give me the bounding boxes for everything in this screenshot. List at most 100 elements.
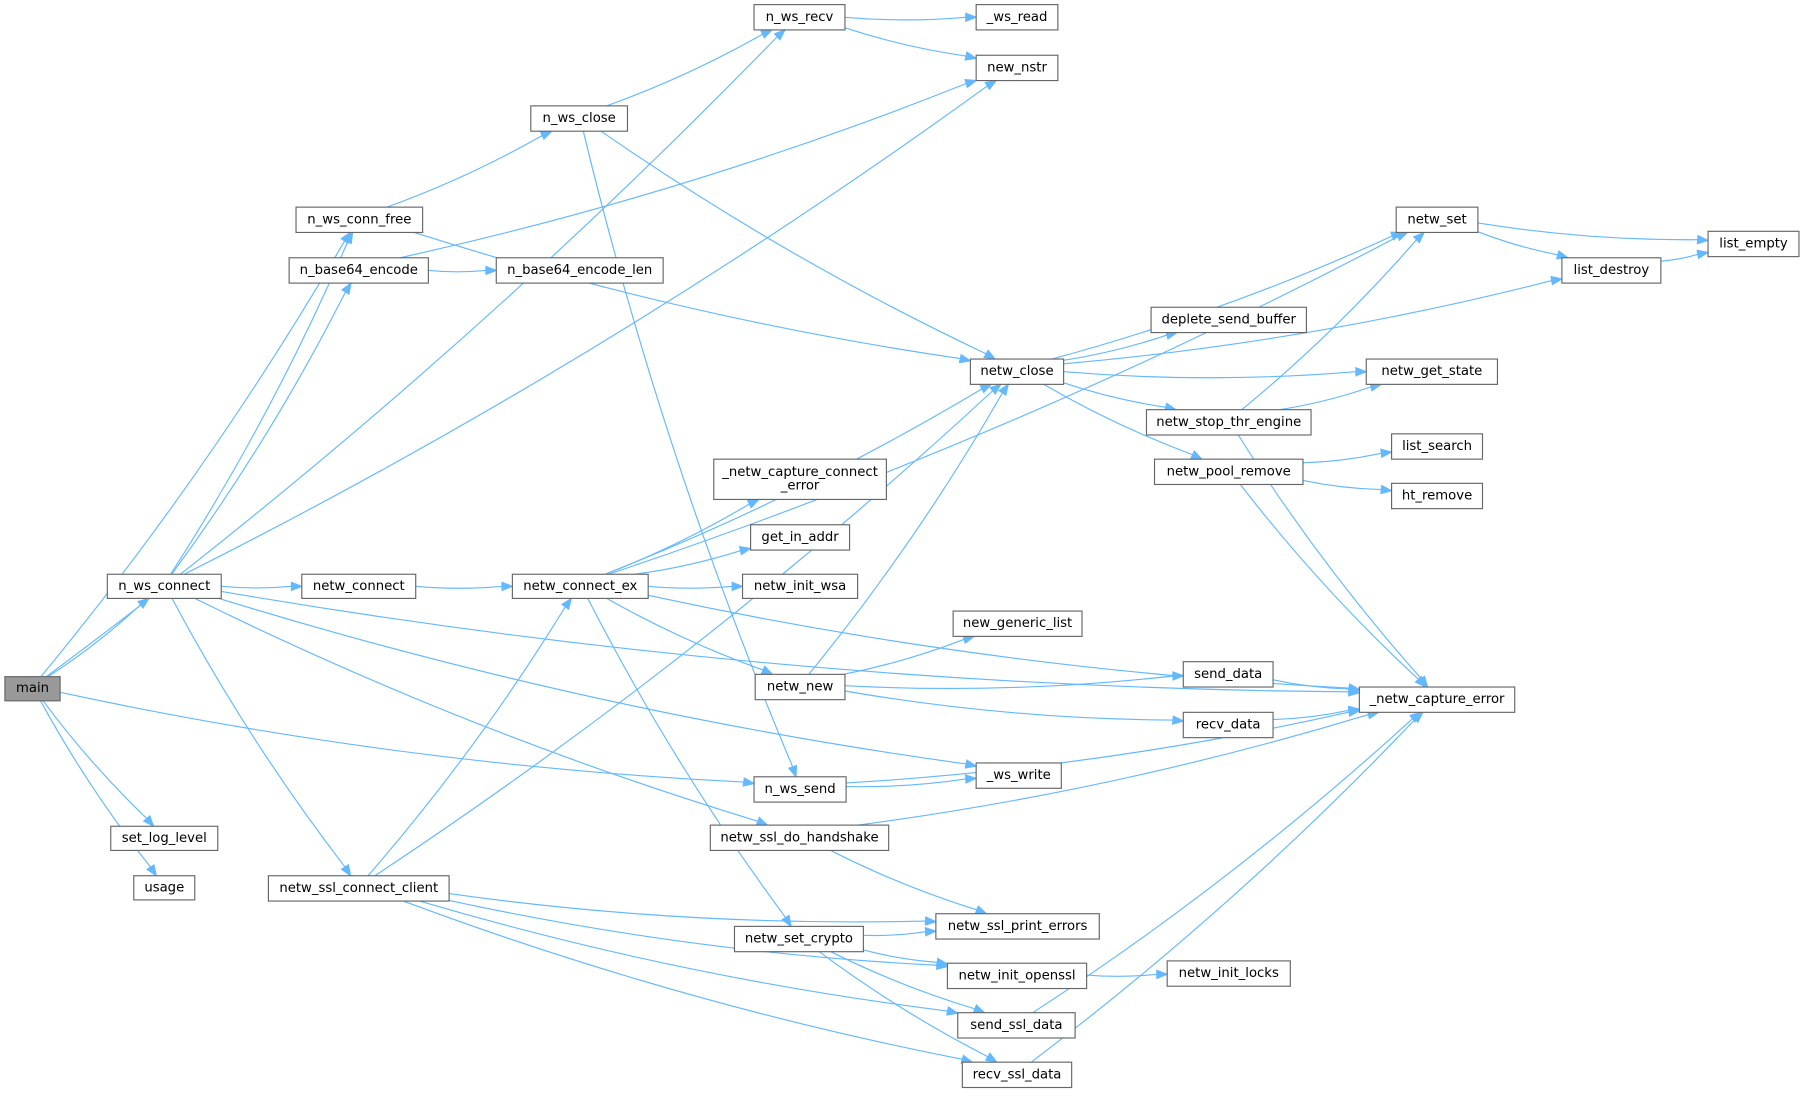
node-send-ssl-data[interactable]: send_ssl_data (957, 1012, 1076, 1039)
node-netw-close[interactable]: netw_close (969, 358, 1065, 385)
arrowhead-icon (1550, 275, 1564, 286)
node-netw-ssl-do-handshake[interactable]: netw_ssl_do_handshake (709, 824, 890, 852)
node-box (1395, 206, 1479, 234)
node-label: deplete_send_buffer (1161, 312, 1296, 327)
node-box (713, 458, 887, 501)
node-netw-new[interactable]: netw_new (754, 673, 846, 701)
node-label: _ws_write (986, 768, 1051, 783)
arrowhead-icon (972, 1004, 987, 1014)
node-netw-pool-remove[interactable]: netw_pool_remove (1153, 458, 1304, 486)
node-ws-read[interactable]: _ws_read (975, 4, 1059, 31)
edge-netw-connect-ex-to-get-in-addr (634, 546, 753, 575)
node-netw-init-wsa[interactable]: netw_init_wsa (741, 573, 859, 599)
edge-netw-close-to-list-destroy (1063, 275, 1564, 365)
edge-netw-ssl-connect-client-to-netw-init-openssl (448, 899, 949, 971)
arrowhead-icon (1412, 231, 1426, 244)
edge-n-ws-recv-to-ws-read (844, 12, 978, 23)
node-new-nstr[interactable]: new_nstr (975, 54, 1059, 82)
edge-line (1032, 718, 1413, 1014)
node-label: ht_remove (1402, 488, 1472, 503)
node-label: netw_ssl_do_handshake (720, 830, 878, 845)
node-n-base64-encode[interactable]: n_base64_encode (288, 257, 429, 284)
node-list-empty[interactable]: list_empty (1707, 230, 1800, 258)
node-get-in-addr[interactable]: get_in_addr (750, 524, 851, 551)
node-netw-get-state[interactable]: netw_get_state (1365, 358, 1499, 385)
node-main[interactable]: main (4, 676, 61, 702)
edge-n-ws-conn-free-to-netw-close (413, 231, 972, 364)
node-box (511, 573, 649, 599)
node-usage[interactable]: usage (133, 875, 196, 901)
edge-line (221, 590, 1350, 693)
node-ht-remove[interactable]: ht_remove (1391, 482, 1484, 510)
arrowhead-icon (935, 957, 949, 968)
node-list-destroy[interactable]: list_destroy (1561, 257, 1662, 284)
node-box (1182, 661, 1274, 688)
node-n-ws-connect[interactable]: n_ws_connect (106, 573, 222, 599)
node-deplete-send-buffer[interactable]: deplete_send_buffer (1150, 306, 1308, 334)
node-label: netw_connect_ex (523, 579, 637, 594)
node-box (935, 913, 1100, 940)
node-n-ws-send[interactable]: n_ws_send (753, 776, 847, 803)
edge-line (582, 131, 794, 768)
node-netw-capture-error[interactable]: _netw_capture_error (1358, 686, 1516, 713)
edge-line (1063, 280, 1552, 365)
arrowhead-icon (561, 597, 573, 611)
node-netw-stop-thr-engine[interactable]: netw_stop_thr_engine (1145, 409, 1312, 436)
node-netw-connect-ex[interactable]: netw_connect_ex (511, 573, 649, 599)
edge-line (844, 675, 1173, 690)
edge-netw-stop-thr-engine-to-netw-set (1241, 231, 1426, 411)
node-box (495, 257, 664, 284)
node-netw-capture-connect-error[interactable]: _netw_capture_connect_error (713, 458, 887, 501)
arrowhead-icon (759, 29, 774, 39)
edge-netw-set-crypto-to-send-ssl-data (830, 951, 987, 1014)
node-new-generic-list[interactable]: new_generic_list (952, 610, 1083, 637)
node-netw-set-crypto[interactable]: netw_set_crypto (733, 925, 864, 953)
node-list-search[interactable]: list_search (1391, 433, 1484, 460)
node-label: n_base64_encode_len (507, 263, 652, 278)
edge-n-ws-close-to-netw-close (600, 130, 997, 360)
edge-n-base64-encode-to-n-base64-encode-len (428, 265, 498, 276)
node-n-ws-recv[interactable]: n_ws_recv (753, 4, 846, 31)
node-send-data[interactable]: send_data (1182, 661, 1274, 688)
edge-netw-ssl-connect-client-to-netw-ssl-print-errors (449, 893, 938, 926)
edge-netw-set-crypto-to-recv-ssl-data (818, 951, 999, 1064)
edge-netw-pool-remove-to-netw-capture-error (1239, 484, 1427, 689)
node-set-log-level[interactable]: set_log_level (110, 825, 219, 852)
edge-line (1239, 484, 1419, 680)
arrowhead-icon (746, 498, 761, 509)
node-netw-connect[interactable]: netw_connect (301, 573, 417, 599)
node-n-base64-encode-len[interactable]: n_base64_encode_len (495, 257, 664, 284)
node-box (1391, 433, 1484, 460)
arrowhead-icon (1380, 484, 1394, 495)
node-netw-ssl-print-errors[interactable]: netw_ssl_print_errors (935, 913, 1100, 940)
edge-netw-stop-thr-engine-to-netw-get-state (1279, 382, 1383, 411)
node-n-ws-conn-free[interactable]: n_ws_conn_free (295, 206, 424, 234)
node-recv-ssl-data[interactable]: recv_ssl_data (961, 1061, 1073, 1089)
node-box (530, 105, 629, 132)
node-label: list_search (1402, 439, 1472, 454)
node-box (1358, 686, 1516, 713)
node-label: list_destroy (1574, 263, 1650, 278)
edge-line (846, 778, 966, 788)
edges-layer (39, 12, 1710, 1064)
edge-line (587, 598, 787, 918)
edge-line (604, 503, 750, 575)
node-box (295, 206, 424, 234)
node-ws-write[interactable]: _ws_write (975, 762, 1062, 789)
arrowhead-icon (964, 51, 978, 61)
arrowhead-icon (1380, 448, 1394, 459)
node-n-ws-close[interactable]: n_ws_close (530, 105, 629, 132)
node-netw-ssl-connect-client[interactable]: netw_ssl_connect_client (267, 875, 450, 902)
node-label: netw_stop_thr_engine (1156, 415, 1301, 430)
arrowhead-icon (738, 546, 753, 556)
node-netw-set[interactable]: netw_set (1395, 206, 1479, 234)
node-netw-init-locks[interactable]: netw_init_locks (1166, 960, 1291, 987)
node-netw-init-openssl[interactable]: netw_init_openssl (946, 962, 1088, 990)
edge-netw-connect-ex-to-netw-capture-connect-error (604, 498, 761, 575)
node-label: get_in_addr (761, 530, 839, 545)
edge-line (403, 900, 963, 1060)
node-label: netw_set (1407, 212, 1466, 227)
arrowhead-icon (1171, 715, 1185, 725)
node-recv-data[interactable]: recv_data (1182, 711, 1274, 739)
